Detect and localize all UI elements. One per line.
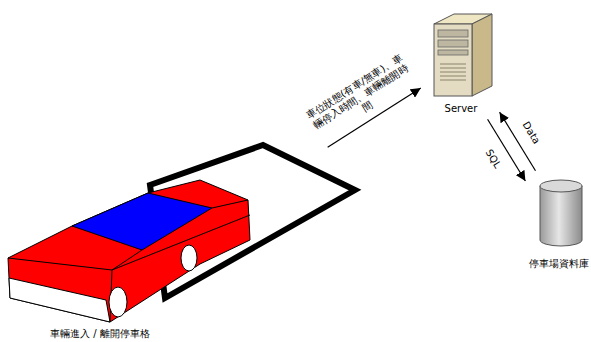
car-body	[8, 180, 250, 322]
server-node: Server	[425, 10, 497, 115]
edge-label: SQL	[477, 138, 508, 178]
car-wheel	[181, 245, 197, 271]
parking-node: 車輛進入 / 離開停車格	[0, 150, 345, 342]
edge-label: 車位狀態(有車/無車)、車輛停入時間、車輛離開時間	[302, 51, 421, 145]
database-node: 停車場資料庫	[528, 175, 590, 270]
server-icon	[434, 14, 492, 96]
car-edge-lines	[8, 200, 250, 322]
database-body	[540, 186, 582, 246]
database-top	[540, 180, 582, 192]
server-vents	[440, 64, 466, 80]
server-front	[434, 24, 472, 96]
node-label: Server	[415, 103, 507, 115]
server-bay	[438, 50, 468, 55]
server-bay	[438, 40, 468, 47]
server-bay	[438, 30, 468, 37]
car-wheel	[109, 287, 127, 317]
database-icon	[540, 180, 582, 246]
car-bumper	[9, 278, 110, 322]
car-windshield	[72, 193, 212, 250]
node-label: 車輛進入 / 離開停車格	[0, 328, 200, 340]
edge-label: Data	[516, 113, 547, 153]
car-illustration	[8, 180, 250, 322]
node-label: 停車場資料庫	[518, 258, 591, 270]
server-side	[472, 14, 492, 96]
